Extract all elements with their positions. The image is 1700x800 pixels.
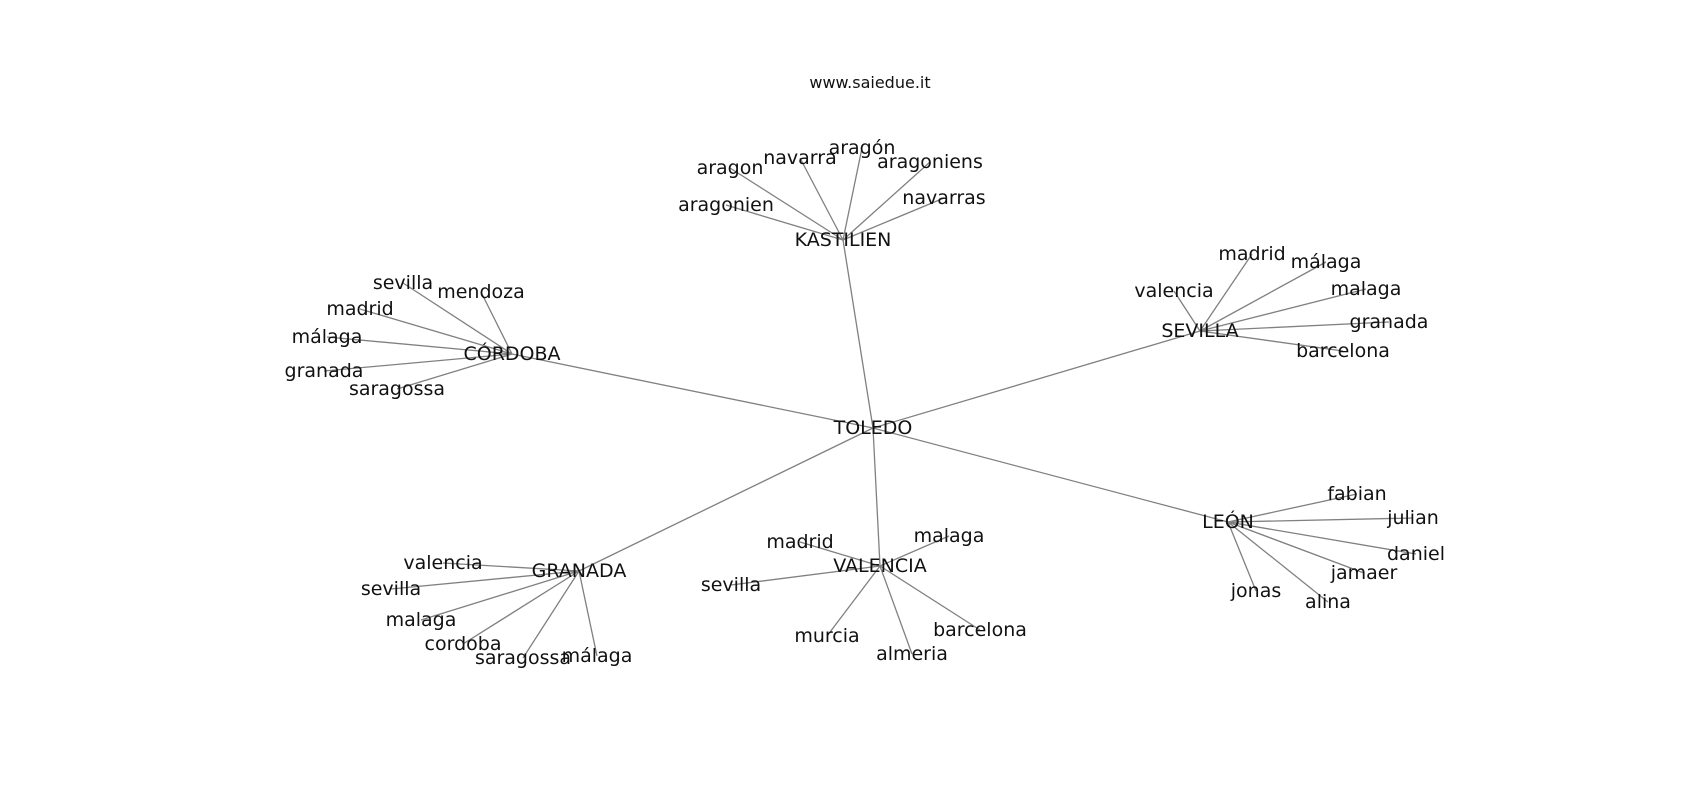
edge-root-cordoba: [511, 353, 874, 429]
edge-granada-leaf-2: [420, 570, 580, 621]
leaf-node-granada-1: sevilla: [361, 578, 421, 600]
edge-cordoba-leaf-4: [323, 353, 513, 372]
leaf-node-cordoba-2: madrid: [326, 298, 393, 320]
leaf-node-sevilla-5: barcelona: [1296, 340, 1390, 362]
hub-node-valencia: VALENCIA: [833, 555, 926, 577]
edge-kastilien-leaf-2: [842, 147, 863, 241]
leaf-node-leon-2: daniel: [1387, 543, 1445, 565]
hub-node-cordoba: CÓRDOBA: [463, 341, 560, 365]
edge-leon-leaf-4: [1227, 521, 1257, 592]
leaf-node-sevilla-4: granada: [1350, 311, 1429, 333]
edge-sevilla-leaf-5: [1199, 330, 1344, 352]
edge-granada-leaf-1: [390, 570, 580, 590]
edge-cordoba-leaf-5: [396, 353, 513, 390]
hub-node-leon: LEÓN: [1202, 509, 1254, 533]
leaf-node-leon-4: jonas: [1230, 580, 1282, 602]
leaf-node-valencia-1: malaga: [914, 525, 985, 547]
edge-leon-leaf-3: [1227, 521, 1365, 574]
edge-root-kastilien: [842, 239, 874, 429]
edge-root-leon: [872, 427, 1229, 523]
diagram-title: www.saiedue.it: [809, 73, 930, 92]
leaf-node-leon-5: alina: [1305, 591, 1351, 613]
edge-sevilla-leaf-3: [1199, 288, 1367, 332]
leaf-node-granada-5: málaga: [562, 645, 633, 667]
hub-node-sevilla: SEVILLA: [1161, 320, 1238, 342]
hub-node-granada: GRANADA: [532, 560, 627, 582]
leaf-node-valencia-5: almeria: [876, 643, 948, 665]
edge-kastilien-leaf-4: [842, 197, 945, 241]
edge-root-valencia: [872, 427, 881, 567]
edge-root-granada: [578, 427, 874, 572]
edge-sevilla-leaf-0: [1199, 253, 1253, 332]
leaf-node-valencia-0: madrid: [766, 531, 833, 553]
edge-valencia-leaf-1: [879, 535, 950, 567]
leaf-node-kastilien-5: aragonien: [678, 194, 774, 216]
leaf-node-granada-4: saragossa: [475, 647, 571, 669]
edges-layer: [323, 147, 1417, 659]
leaf-node-cordoba-5: saragossa: [349, 378, 445, 400]
edge-granada-leaf-4: [522, 570, 580, 659]
edge-granada-leaf-0: [442, 562, 580, 572]
edge-cordoba-leaf-3: [326, 336, 513, 355]
leaf-node-sevilla-3: malaga: [1331, 278, 1402, 300]
edge-cordoba-leaf-1: [480, 291, 513, 355]
leaf-node-cordoba-0: sevilla: [373, 272, 433, 294]
leaf-node-valencia-3: murcia: [794, 625, 859, 647]
leaf-node-valencia-2: sevilla: [701, 574, 761, 596]
edge-valencia-leaf-5: [879, 565, 913, 655]
edge-kastilien-leaf-3: [842, 161, 931, 241]
edge-leon-leaf-0: [1227, 493, 1358, 523]
leaf-node-sevilla-1: málaga: [1291, 251, 1362, 273]
edge-cordoba-leaf-2: [359, 308, 513, 355]
edge-valencia-leaf-3: [826, 565, 881, 637]
leaf-node-sevilla-2: valencia: [1134, 280, 1213, 302]
edge-leon-leaf-1: [1227, 517, 1414, 523]
leaf-node-granada-0: valencia: [403, 552, 482, 574]
edge-kastilien-leaf-5: [725, 204, 844, 241]
leaf-node-kastilien-4: navarras: [902, 187, 985, 209]
leaf-node-kastilien-0: aragon: [697, 157, 764, 179]
edge-granada-leaf-3: [462, 570, 580, 645]
leaf-node-kastilien-2: aragón: [829, 137, 896, 159]
leaf-node-cordoba-4: granada: [285, 360, 364, 382]
leaf-node-granada-3: cordoba: [425, 633, 502, 655]
leaf-node-leon-3: jamaer: [1330, 562, 1398, 584]
leaf-node-sevilla-0: madrid: [1218, 243, 1285, 265]
edge-leon-leaf-5: [1227, 521, 1329, 603]
leaf-node-granada-2: malaga: [386, 609, 457, 631]
edge-sevilla-leaf-4: [1199, 321, 1390, 332]
leaf-node-leon-0: fabian: [1327, 483, 1386, 505]
leaf-node-cordoba-1: mendoza: [437, 281, 525, 303]
edge-sevilla-leaf-2: [1173, 290, 1201, 332]
leaf-node-valencia-4: barcelona: [933, 619, 1027, 641]
edge-valencia-leaf-4: [879, 565, 981, 631]
root-node-label: TOLEDO: [833, 417, 913, 439]
edge-cordoba-leaf-0: [402, 282, 513, 355]
edge-root-sevilla: [872, 330, 1201, 429]
hub-node-kastilien: KASTILIEN: [795, 229, 892, 251]
edge-valencia-leaf-2: [730, 565, 881, 586]
leaf-node-kastilien-1: navarra: [763, 147, 837, 169]
edge-valencia-leaf-0: [799, 541, 881, 567]
leaf-node-leon-1: julian: [1386, 507, 1439, 529]
edge-kastilien-leaf-1: [799, 157, 844, 241]
edge-kastilien-leaf-0: [729, 167, 844, 241]
leaf-node-cordoba-3: málaga: [292, 326, 363, 348]
leaf-node-kastilien-3: aragoniens: [877, 151, 983, 173]
edge-sevilla-leaf-1: [1199, 261, 1327, 332]
edge-leon-leaf-2: [1227, 521, 1417, 555]
edge-granada-leaf-5: [578, 570, 598, 657]
